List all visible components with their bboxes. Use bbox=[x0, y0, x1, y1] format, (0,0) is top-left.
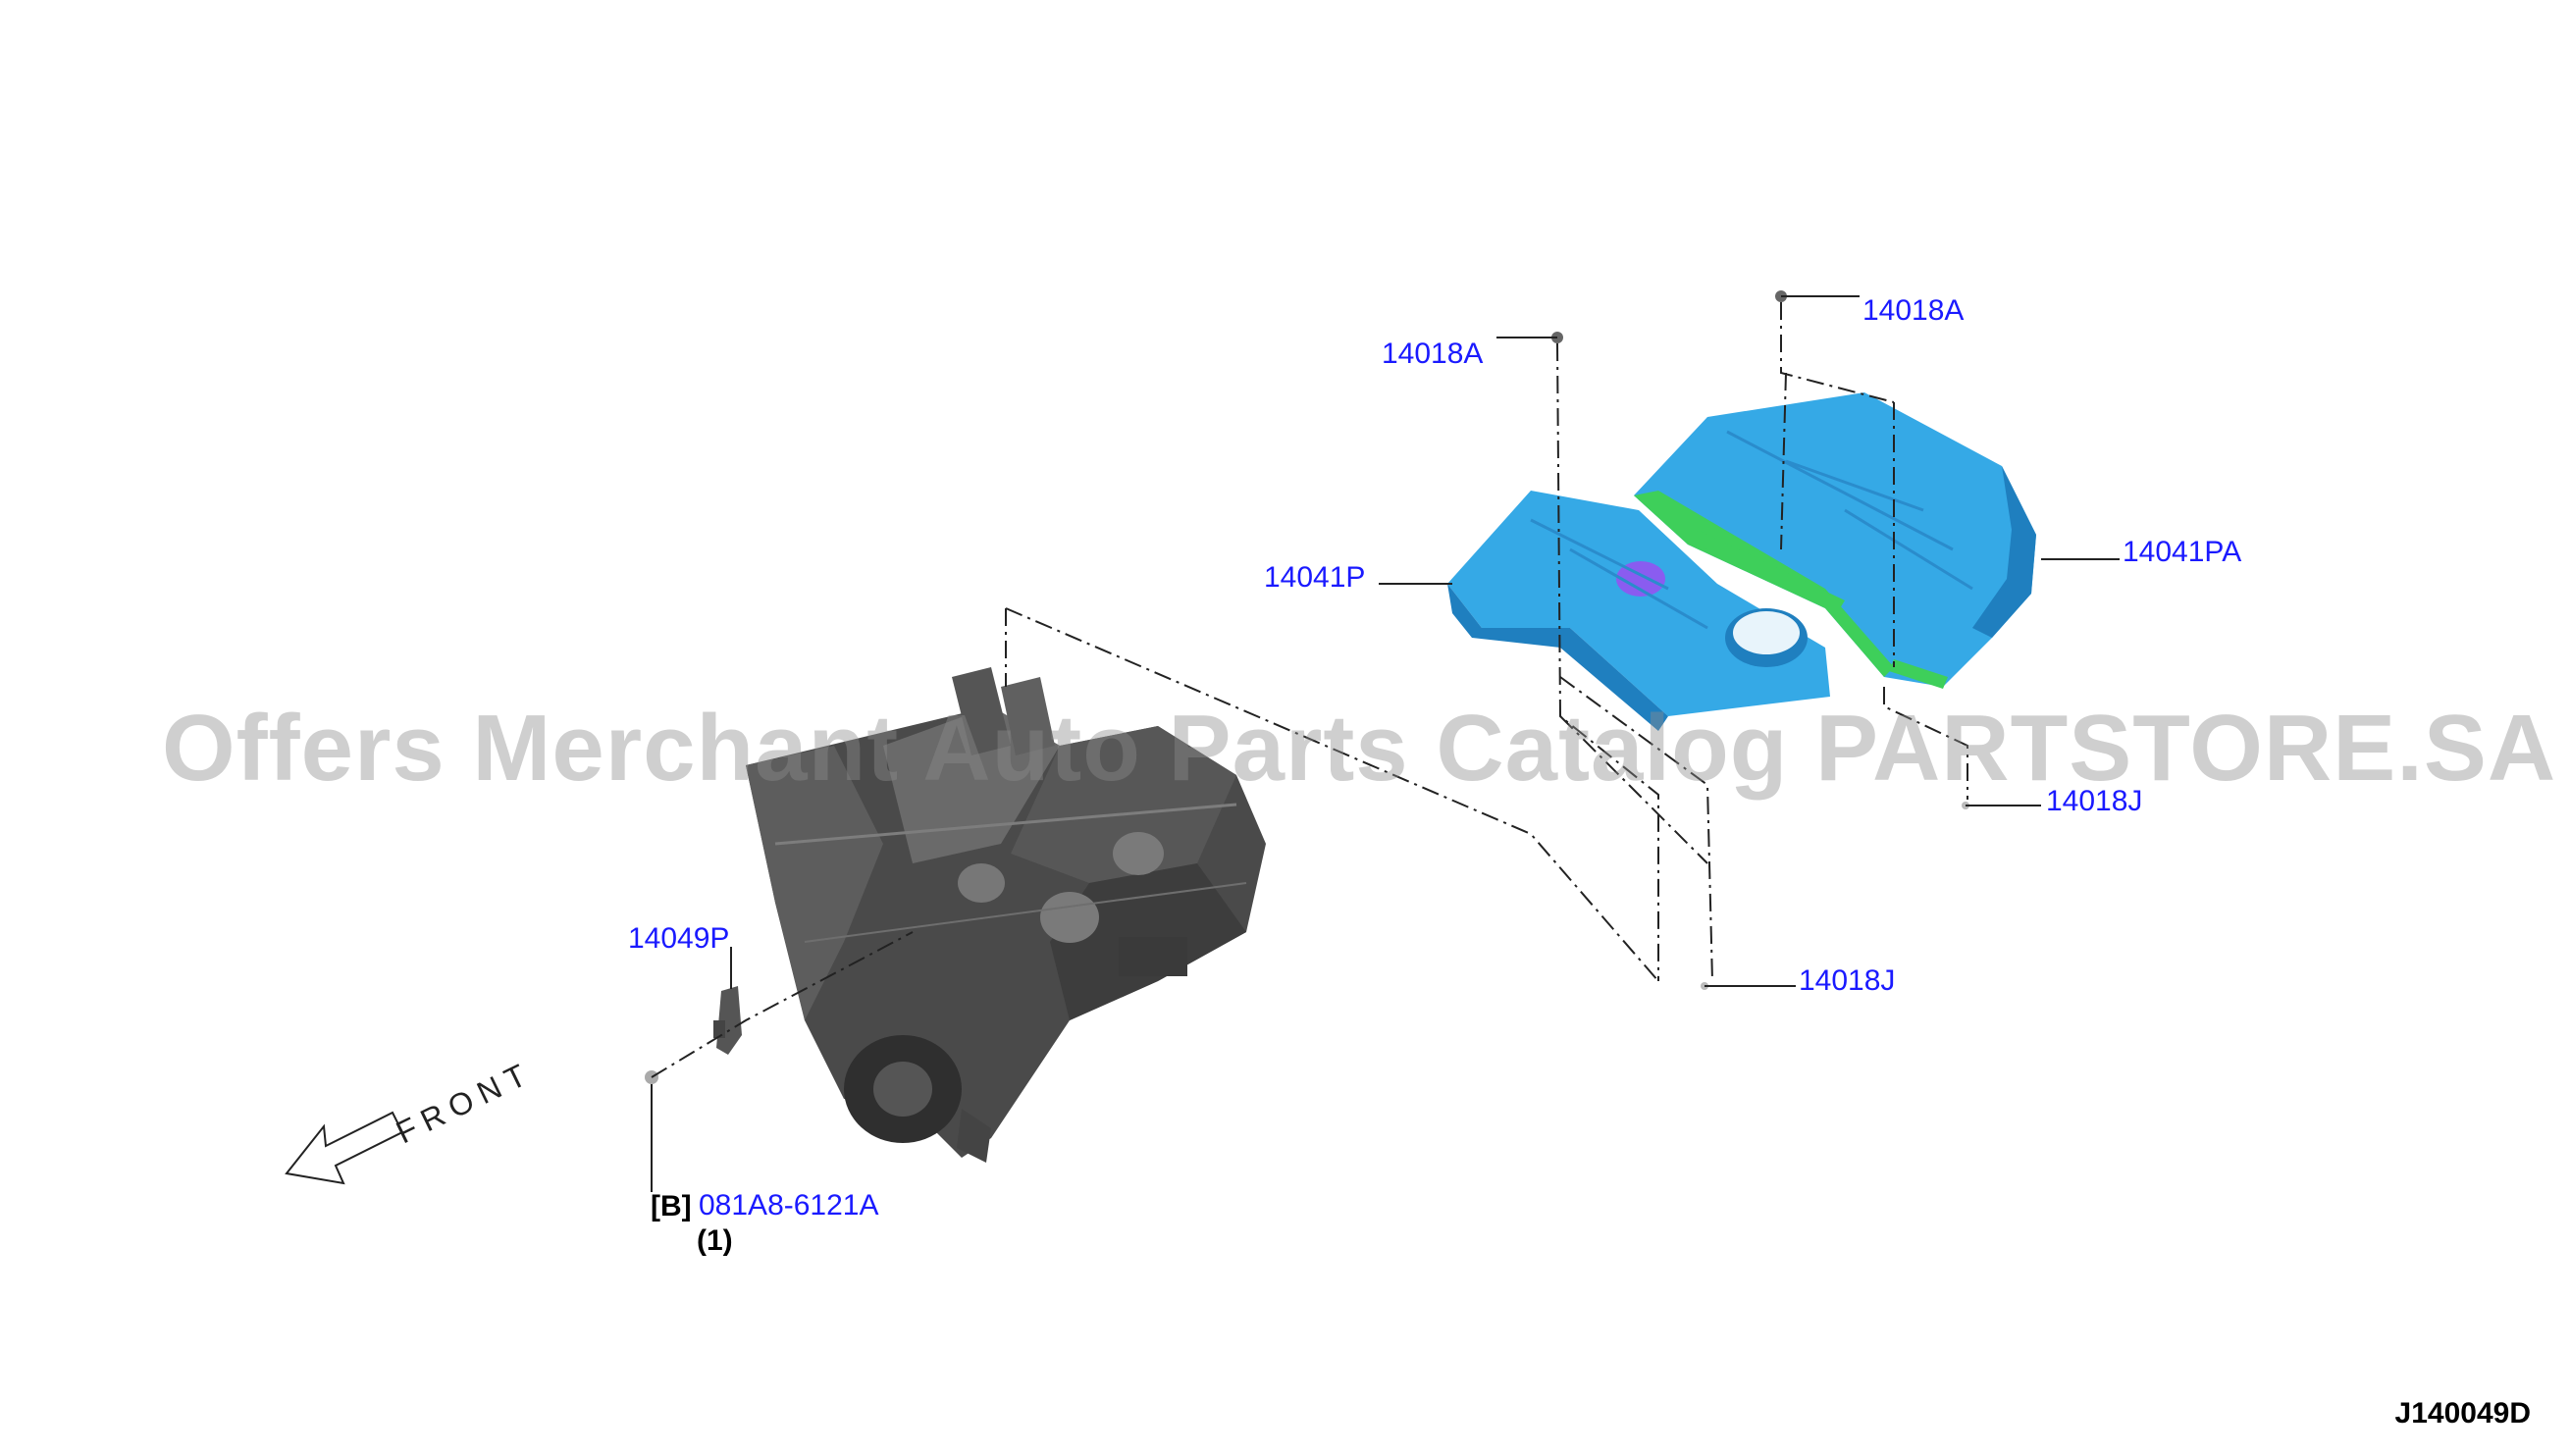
guide-lines bbox=[651, 302, 1968, 1078]
engine-block bbox=[746, 667, 1266, 1163]
leader-lines bbox=[651, 295, 2120, 1192]
watermark: Offers Merchant Auto Parts Catalog PARTS… bbox=[162, 696, 2557, 801]
callout-14018J-bottom[interactable]: 14018J bbox=[1799, 964, 1896, 997]
callout-14049P[interactable]: 14049P bbox=[628, 922, 730, 955]
callout-081A8-6121A[interactable]: 081A8-6121A bbox=[699, 1189, 879, 1222]
callout-14041P[interactable]: 14041P bbox=[1264, 561, 1366, 594]
callout-14018J-right[interactable]: 14018J bbox=[2046, 785, 2143, 817]
bracket-label: [B] bbox=[651, 1190, 692, 1222]
quantity-label: (1) bbox=[697, 1224, 733, 1257]
engine-cover-left bbox=[1447, 491, 1830, 731]
callout-14018A-right[interactable]: 14018A bbox=[1862, 294, 1965, 327]
engine-cover-right bbox=[1634, 392, 2036, 689]
diagram-code: J140049D bbox=[2394, 1397, 2531, 1430]
front-arrow-icon bbox=[285, 1111, 404, 1185]
callout-14041PA[interactable]: 14041PA bbox=[2123, 536, 2242, 568]
bracket-14049P bbox=[713, 986, 742, 1055]
callout-14018A-left[interactable]: 14018A bbox=[1382, 338, 1484, 370]
